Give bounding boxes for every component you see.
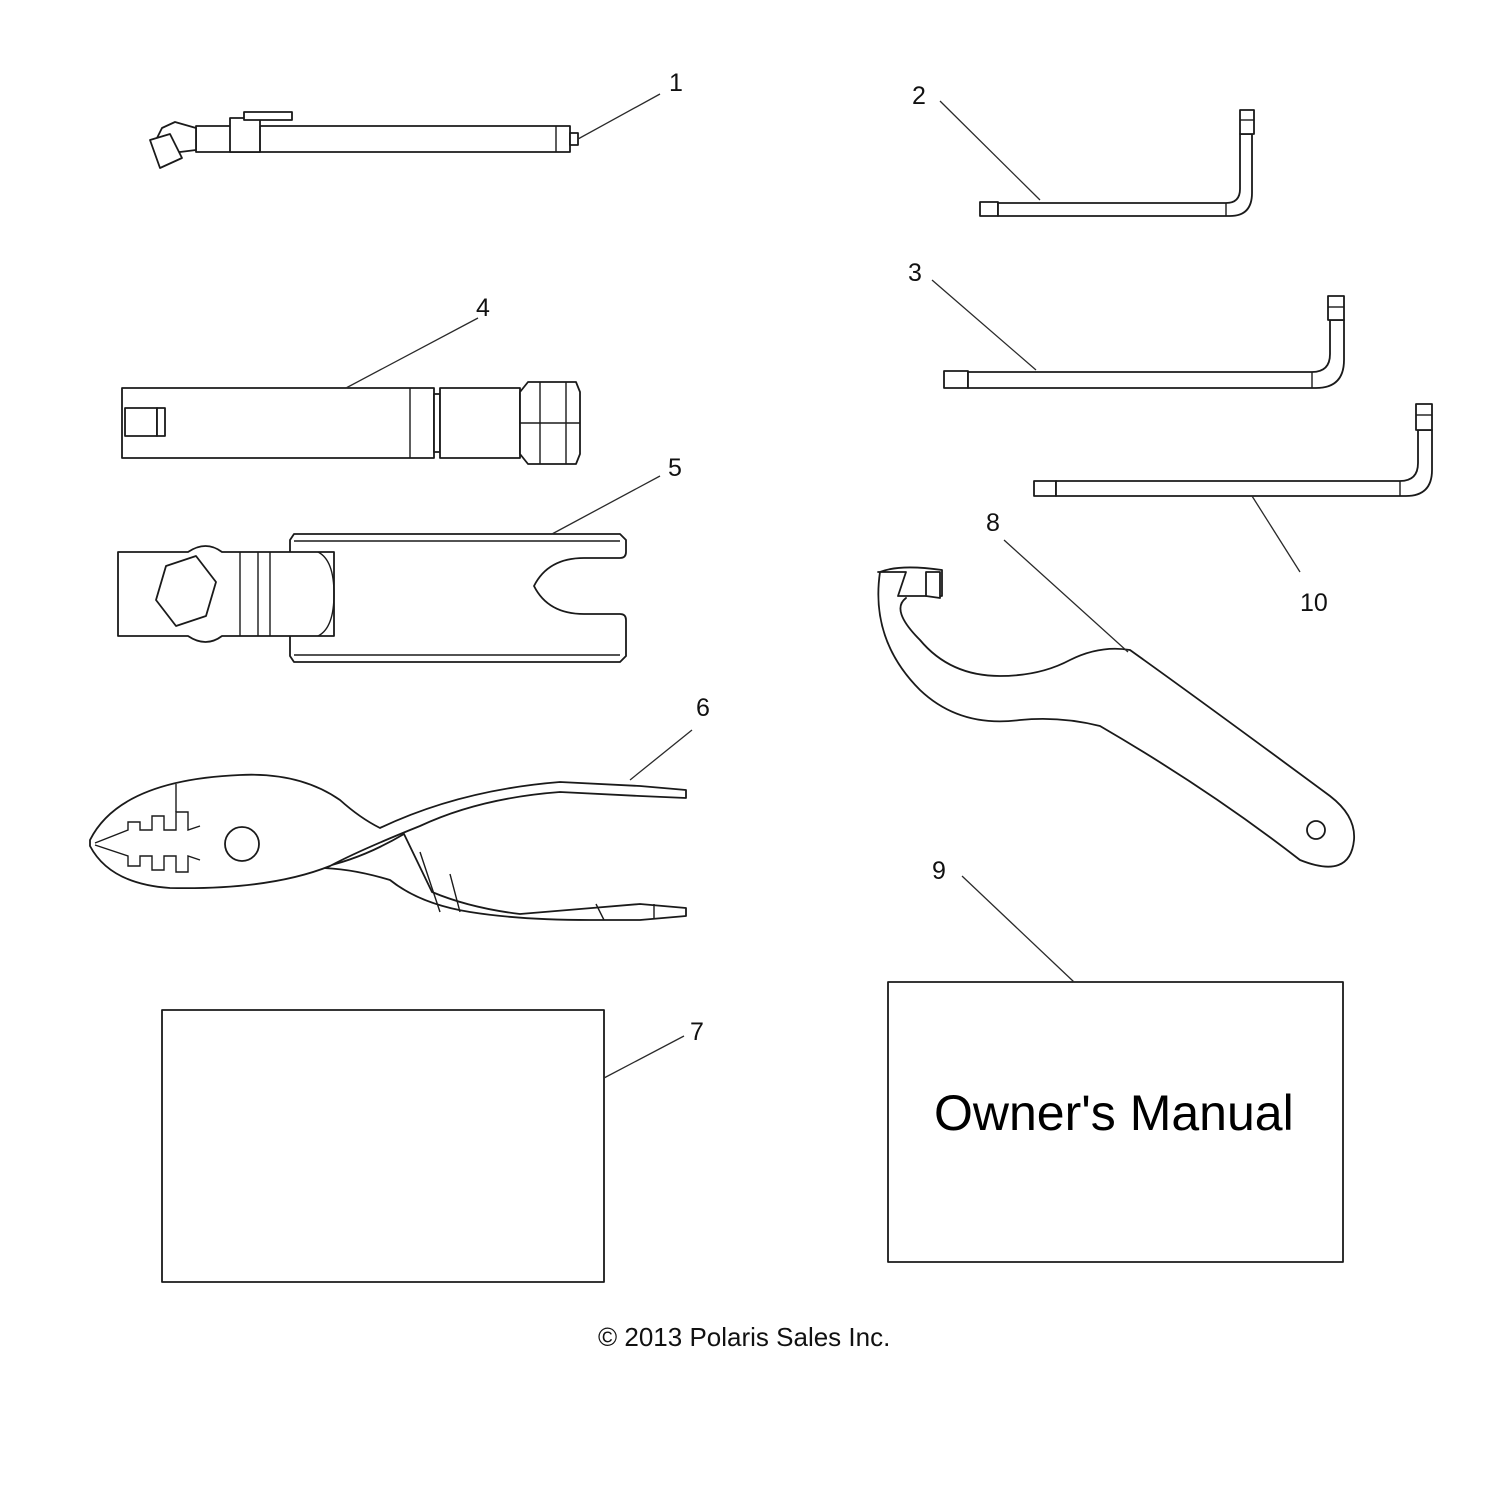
callout-8: 8 [986, 509, 1000, 537]
part-7-card [161, 1009, 605, 1283]
part-5-fork-wrench [117, 533, 627, 663]
callout-1: 1 [669, 69, 683, 97]
part-10-hex-key [1033, 403, 1433, 497]
part-1-tire-gauge [149, 111, 579, 169]
callout-9: 9 [932, 857, 946, 885]
part-2-hex-key [979, 109, 1255, 217]
callout-4: 4 [476, 294, 490, 322]
part-8-spanner-wrench [877, 566, 1355, 868]
manual-title: Owner's Manual [934, 1085, 1294, 1141]
part-4-spark-plug-socket [121, 381, 581, 465]
callout-5: 5 [668, 454, 682, 482]
part-6-pliers [89, 773, 687, 921]
callout-6: 6 [696, 694, 710, 722]
callout-2: 2 [912, 82, 926, 110]
part-9-owners-manual: Owner's Manual [887, 981, 1344, 1263]
copyright-text: © 2013 Polaris Sales Inc. [598, 1322, 890, 1352]
callout-7: 7 [690, 1018, 704, 1046]
callout-10: 10 [1300, 589, 1328, 617]
callout-3: 3 [908, 259, 922, 287]
part-3-hex-key [943, 295, 1345, 389]
